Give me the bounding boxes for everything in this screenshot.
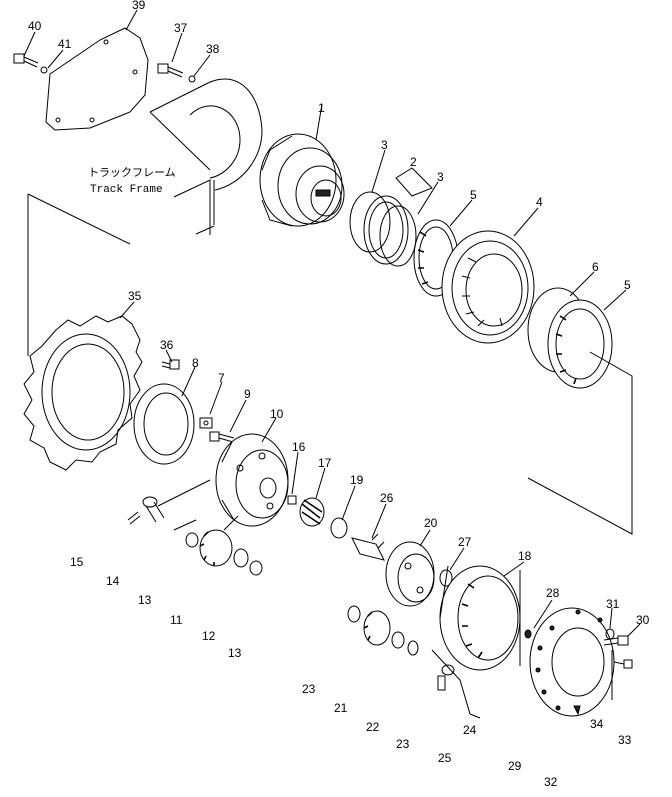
part-label-12: 12	[202, 629, 216, 643]
part-label-40: 40	[28, 19, 42, 33]
bearing-22	[391, 631, 405, 649]
bearing-17	[299, 497, 325, 527]
part-label-33: 33	[618, 733, 632, 747]
ring-gear-18	[439, 565, 521, 671]
part-label-36: 36	[160, 338, 174, 352]
washer-23a	[347, 605, 361, 623]
part-label-23a: 23	[302, 682, 316, 696]
part-label-29: 29	[508, 759, 522, 773]
washer-13a	[185, 532, 199, 548]
part-label-41: 41	[58, 37, 72, 51]
part-label-31: 31	[606, 597, 620, 611]
washer-13b	[249, 560, 263, 576]
part-label-7: 7	[218, 371, 225, 385]
part-label-19: 19	[350, 473, 364, 487]
part-label-39: 39	[132, 0, 146, 12]
part-label-1: 1	[318, 101, 325, 115]
bolt-9	[209, 431, 235, 443]
part-number-labels: 1 2 3 3 4 5 5 6 7 8 9 10 11 12 13 13 14 …	[28, 0, 650, 789]
washer-23b	[407, 640, 419, 656]
part-label-20: 20	[424, 516, 438, 530]
ring-8	[133, 383, 195, 465]
part-label-5a: 5	[470, 188, 477, 202]
part-label-24: 24	[463, 723, 477, 737]
part-label-26: 26	[380, 491, 394, 505]
ring-19	[330, 517, 348, 539]
shaft-26	[351, 533, 385, 561]
part-label-5b: 5	[624, 278, 631, 292]
part-label-8: 8	[192, 356, 199, 370]
bearing-12	[233, 548, 249, 568]
part-label-27: 27	[458, 535, 472, 549]
pin-24	[441, 664, 455, 676]
bearing-5-lower	[547, 299, 613, 389]
bolt-36	[161, 359, 180, 370]
bolt-40	[13, 53, 48, 74]
cover-plate	[45, 27, 149, 131]
seal-rings-2-3	[349, 191, 417, 267]
part-label-10: 10	[270, 407, 284, 421]
part-label-11: 11	[170, 613, 183, 627]
part-label-17: 17	[318, 456, 332, 470]
part-label-18: 18	[518, 549, 532, 563]
part-label-15: 15	[70, 555, 84, 569]
part-label-22: 22	[366, 720, 380, 734]
part-label-13a: 13	[138, 593, 152, 607]
track-frame-label-jp: トラックフレーム	[88, 166, 176, 179]
washer-27	[439, 569, 453, 587]
motor-1	[259, 133, 345, 227]
part-label-6: 6	[592, 260, 599, 274]
washer-31	[605, 628, 615, 640]
washer-16	[287, 495, 297, 505]
carrier-10	[215, 433, 289, 527]
gear-21	[363, 610, 391, 646]
part-label-35: 35	[128, 289, 142, 303]
plug-28	[524, 629, 532, 639]
track-frame	[149, 78, 263, 235]
part-label-37: 37	[174, 21, 188, 35]
plug-34	[573, 705, 581, 716]
part-label-3b: 3	[437, 170, 444, 184]
leader-lines	[23, 9, 641, 637]
part-label-9: 9	[244, 387, 251, 401]
assembly-outline	[27, 193, 633, 719]
part-label-14: 14	[106, 574, 120, 588]
part-label-21: 21	[334, 701, 348, 715]
plug-33	[613, 659, 633, 669]
cover-29	[529, 607, 615, 717]
pin-25	[437, 675, 446, 691]
part-label-2: 2	[410, 155, 417, 169]
part-label-3a: 3	[381, 138, 388, 152]
part-label-13b: 13	[228, 646, 242, 660]
part-label-23b: 23	[396, 737, 410, 751]
part-label-25: 25	[438, 751, 452, 765]
part-label-4: 4	[536, 195, 543, 209]
gear-11	[199, 529, 233, 567]
plate-7	[199, 417, 213, 429]
part-label-38: 38	[206, 42, 220, 56]
sprocket-35	[23, 315, 143, 471]
part-label-28: 28	[546, 586, 560, 600]
pin-14	[142, 496, 165, 523]
part-label-32: 32	[544, 775, 558, 789]
hub-4	[441, 230, 535, 344]
part-label-30: 30	[636, 613, 650, 627]
pin-15	[127, 511, 141, 525]
carrier-20	[385, 541, 435, 607]
bolt-37	[157, 63, 196, 83]
part-label-16: 16	[292, 440, 306, 454]
track-frame-label-en: Track Frame	[90, 184, 163, 196]
part-label-34: 34	[590, 717, 604, 731]
